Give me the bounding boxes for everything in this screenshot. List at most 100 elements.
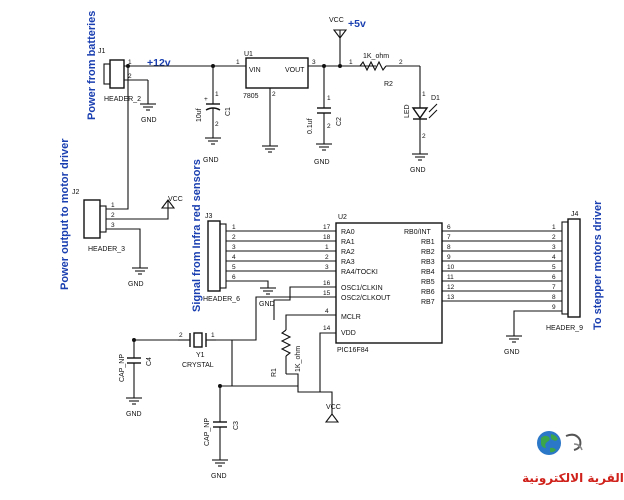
- gnd-c3: GND: [211, 459, 228, 480]
- power-output-motor-label: Power output to motor driver: [59, 138, 71, 290]
- svg-text:5: 5: [552, 264, 556, 271]
- svg-text:18: 18: [323, 234, 331, 241]
- j4-header: J4 HEADER_9 1 2 3 4 5 6 7 8 9: [546, 211, 583, 332]
- svg-text:CRYSTAL: CRYSTAL: [182, 362, 214, 369]
- svg-text:Y1: Y1: [196, 352, 205, 359]
- svg-text:GND: GND: [314, 159, 330, 166]
- svg-text:MCLR: MCLR: [341, 314, 361, 321]
- svg-text:1: 1: [327, 95, 331, 102]
- j3-header: J3 HEADER_6 1 2 3 4 5 6: [203, 213, 240, 303]
- svg-text:VCC: VCC: [326, 404, 341, 411]
- svg-text:16: 16: [323, 280, 331, 287]
- svg-text:8: 8: [552, 294, 556, 301]
- svg-text:RA0: RA0: [341, 229, 355, 236]
- svg-text:13: 13: [447, 294, 455, 301]
- svg-text:5: 5: [232, 264, 236, 271]
- svg-text:2: 2: [232, 234, 236, 241]
- svg-text:7: 7: [552, 284, 556, 291]
- svg-text:VDD: VDD: [341, 330, 356, 337]
- svg-text:GND: GND: [141, 117, 157, 124]
- gnd-c1: GND: [203, 137, 221, 164]
- svg-text:U1: U1: [244, 51, 253, 58]
- svg-text:LED: LED: [404, 104, 411, 118]
- svg-text:GND: GND: [203, 157, 219, 164]
- c4-capacitor: CAP_NP C4: [119, 340, 153, 398]
- j1-name: HEADER_2: [104, 96, 141, 103]
- d1-led: LED D1 1 2: [404, 66, 440, 154]
- svg-text:RB7: RB7: [421, 299, 435, 306]
- svg-text:3: 3: [552, 244, 556, 251]
- svg-text:J3: J3: [205, 213, 213, 220]
- svg-text:0.1uf: 0.1uf: [307, 118, 314, 134]
- svg-text:10uf: 10uf: [196, 108, 203, 122]
- svg-text:4: 4: [325, 308, 329, 315]
- svg-text:11: 11: [447, 274, 454, 281]
- svg-text:CAP_NP: CAP_NP: [119, 354, 126, 382]
- svg-text:PIC16F84: PIC16F84: [337, 347, 369, 354]
- stepper-motors-label: To stepper motors driver: [592, 200, 604, 330]
- svg-text:CAP_NP: CAP_NP: [204, 418, 211, 446]
- svg-text:HEADER_6: HEADER_6: [203, 296, 240, 303]
- svg-text:RB1: RB1: [421, 239, 435, 246]
- r1-resistor: R1 1K_ohm: [271, 329, 302, 377]
- c1-capacitor: + 10uf C1 1 2: [196, 66, 232, 138]
- svg-text:15: 15: [323, 290, 331, 297]
- svg-text:6: 6: [232, 274, 236, 281]
- svg-text:C3: C3: [233, 421, 240, 430]
- v12-label: +12v: [147, 57, 171, 69]
- svg-text:J4: J4: [571, 211, 579, 218]
- svg-text:VIN: VIN: [249, 67, 261, 74]
- y1-crystal: Y1 CRYSTAL 2 1: [178, 332, 216, 369]
- svg-text:6: 6: [552, 274, 556, 281]
- svg-text:2: 2: [422, 133, 426, 140]
- svg-text:1: 1: [232, 224, 236, 231]
- svg-text:RB0/INT: RB0/INT: [404, 229, 432, 236]
- svg-text:D1: D1: [431, 95, 440, 102]
- svg-text:2: 2: [552, 234, 556, 241]
- svg-text:OSC2/CLKOUT: OSC2/CLKOUT: [341, 295, 391, 302]
- svg-text:1: 1: [111, 202, 115, 209]
- svg-text:9: 9: [447, 254, 451, 261]
- svg-text:1: 1: [349, 59, 353, 66]
- svg-text:3: 3: [232, 244, 236, 251]
- gnd-c2: GND: [314, 143, 332, 166]
- svg-text:1: 1: [422, 91, 426, 98]
- svg-text:VCC: VCC: [329, 17, 344, 24]
- gnd-j2: GND: [128, 267, 148, 288]
- svg-text:1: 1: [325, 244, 329, 251]
- svg-text:GND: GND: [211, 473, 227, 480]
- svg-text:GND: GND: [259, 301, 275, 308]
- svg-text:+: +: [204, 96, 208, 103]
- c3-capacitor: CAP_NP C3: [204, 386, 240, 460]
- svg-text:C4: C4: [146, 357, 153, 366]
- vcc-j2: VCC: [160, 196, 183, 209]
- power-from-batteries-label: Power from batteries: [86, 11, 98, 120]
- svg-text:4: 4: [232, 254, 236, 261]
- svg-text:RB6: RB6: [421, 289, 435, 296]
- svg-text:OSC1/CLKIN: OSC1/CLKIN: [341, 285, 383, 292]
- svg-text:2: 2: [399, 59, 403, 66]
- svg-text:1: 1: [211, 332, 215, 339]
- v5-label: +5v: [348, 18, 366, 30]
- svg-text:2: 2: [325, 254, 329, 261]
- r2-resistor: 1K_ohm R2 1 2: [349, 53, 420, 88]
- svg-text:1: 1: [128, 59, 132, 66]
- svg-text:2: 2: [111, 212, 115, 219]
- j2-header: J2 HEADER_3 1 2 3: [72, 189, 125, 253]
- svg-text:RA3: RA3: [341, 259, 355, 266]
- svg-text:R2: R2: [384, 81, 393, 88]
- gnd-j4: GND: [504, 335, 522, 356]
- j1-ref: J1: [98, 48, 106, 55]
- u2-microcontroller: U2 PIC16F84 RA0 RA1 RA2 RA3 RA4/TOCKI OS…: [323, 214, 455, 354]
- vcc-top: VCC +5v: [322, 17, 366, 68]
- gnd-j3: GND: [259, 287, 276, 308]
- u1-regulator: VIN VOUT U1 7805 1 3 2: [236, 51, 376, 146]
- svg-text:2: 2: [215, 121, 219, 128]
- svg-text:3: 3: [325, 264, 329, 271]
- svg-text:HEADER_3: HEADER_3: [88, 246, 125, 253]
- svg-text:12: 12: [447, 284, 455, 291]
- svg-text:4: 4: [552, 254, 556, 261]
- svg-text:U2: U2: [338, 214, 347, 221]
- logo-swirl-icon: [565, 433, 583, 451]
